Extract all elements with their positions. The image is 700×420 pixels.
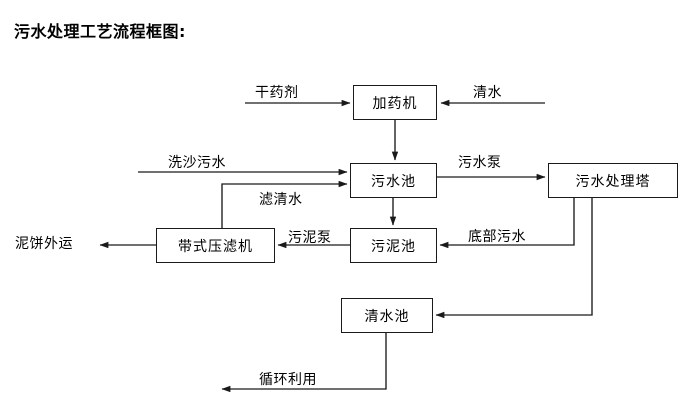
node-label: 带式压滤机 bbox=[178, 238, 253, 255]
edge-filtrate-to-sewage bbox=[221, 180, 348, 228]
edge-label-dry-agent: 干药剂 bbox=[255, 85, 299, 101]
edge-tower-to-sludge bbox=[439, 198, 575, 249]
node-label: 污水处理塔 bbox=[575, 173, 651, 190]
node-dosing-machine[interactable]: 加药机 bbox=[353, 85, 437, 120]
node-label: 污泥池 bbox=[371, 238, 416, 255]
node-label: 加药机 bbox=[372, 95, 418, 112]
edge-label-bottom-sewage: 底部污水 bbox=[468, 229, 526, 245]
edge-label-clear-water: 清水 bbox=[473, 85, 502, 101]
node-label: 清水池 bbox=[364, 308, 410, 325]
node-sewage-treatment-tower[interactable]: 污水处理塔 bbox=[548, 163, 678, 198]
edge-clean-to-recycle bbox=[221, 333, 387, 393]
edge-label-sand-wash-sewage: 洗沙污水 bbox=[168, 155, 226, 171]
node-clean-water-pool[interactable]: 清水池 bbox=[341, 298, 433, 333]
page-title: 污水处理工艺流程框图: bbox=[14, 22, 186, 41]
edge-tower-to-clean bbox=[435, 198, 593, 319]
edge-label-filtrate-water: 滤清水 bbox=[259, 192, 303, 208]
node-label: 污水池 bbox=[371, 173, 416, 190]
edge-label-sewage-pump: 污水泵 bbox=[458, 155, 502, 171]
terminal-mud-cake-out: 泥饼外运 bbox=[15, 236, 73, 252]
node-sludge-pool[interactable]: 污泥池 bbox=[350, 228, 437, 263]
node-sewage-pool[interactable]: 污水池 bbox=[350, 163, 437, 198]
edge-label-recycle-use: 循环利用 bbox=[259, 372, 317, 388]
node-belt-filter-press[interactable]: 带式压滤机 bbox=[156, 228, 275, 263]
edge-label-sludge-pump: 污泥泵 bbox=[288, 230, 332, 246]
